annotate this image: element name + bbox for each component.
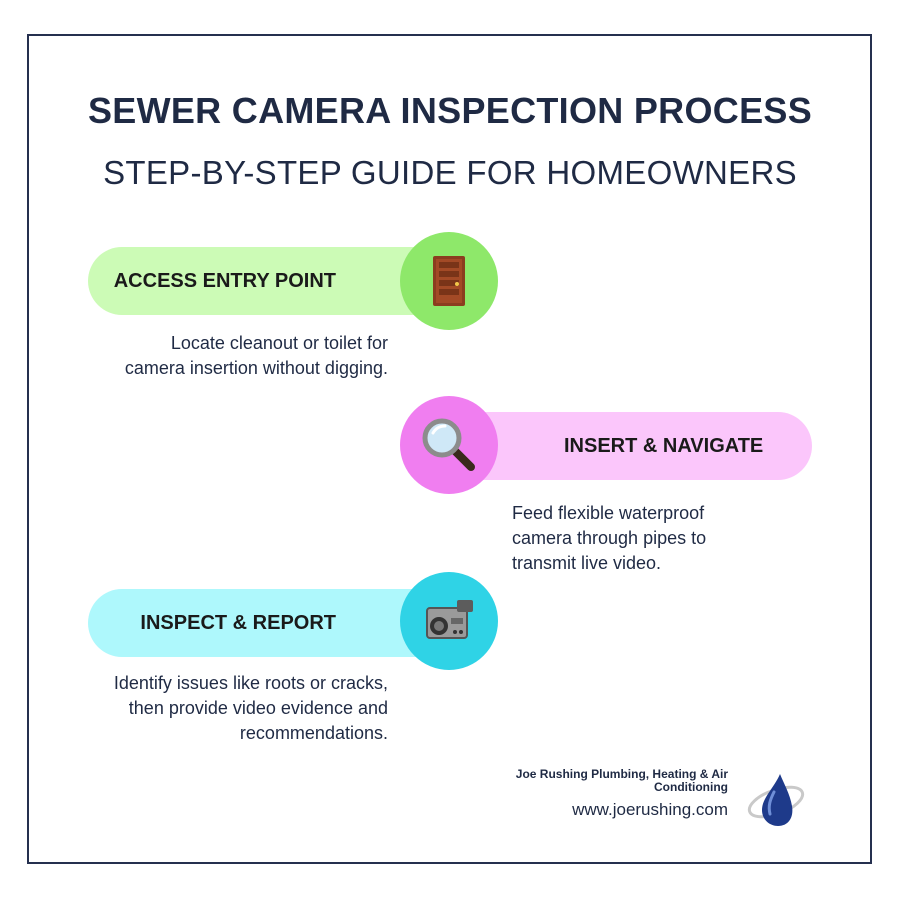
page-subtitle: STEP-BY-STEP GUIDE FOR HOMEOWNERS bbox=[103, 154, 797, 191]
step-1-icon-circle bbox=[400, 232, 498, 330]
step-1-label: ACCESS ENTRY POINT bbox=[113, 269, 336, 292]
door-icon bbox=[433, 256, 465, 306]
step-2-label: INSERT & NAVIGATE bbox=[564, 434, 764, 457]
step-3-description: Identify issues like roots or cracks, th… bbox=[113, 673, 388, 743]
step-3-label: INSPECT & REPORT bbox=[140, 611, 336, 634]
water-drop-logo-icon bbox=[747, 774, 805, 826]
video-camera-icon bbox=[426, 600, 473, 639]
border-frame bbox=[27, 34, 872, 864]
step-2-description: Feed flexible waterproof camera through … bbox=[512, 503, 707, 573]
step-1-description: Locate cleanout or toilet for camera ins… bbox=[124, 333, 388, 378]
page-title: SEWER CAMERA INSPECTION PROCESS bbox=[87, 90, 813, 131]
company-name: Joe Rushing Plumbing, Heating & Air Cond… bbox=[515, 767, 728, 794]
step-2-icon-circle bbox=[400, 396, 498, 494]
company-url[interactable]: www.joerushing.com bbox=[572, 800, 728, 819]
step-3-icon-circle bbox=[400, 572, 498, 670]
step-2-pill: INSERT & NAVIGATE bbox=[452, 412, 812, 480]
step-1-pill: ACCESS ENTRY POINT bbox=[88, 247, 448, 315]
magnifying-glass-icon bbox=[422, 418, 475, 471]
step-3-pill: INSPECT & REPORT bbox=[88, 589, 448, 657]
